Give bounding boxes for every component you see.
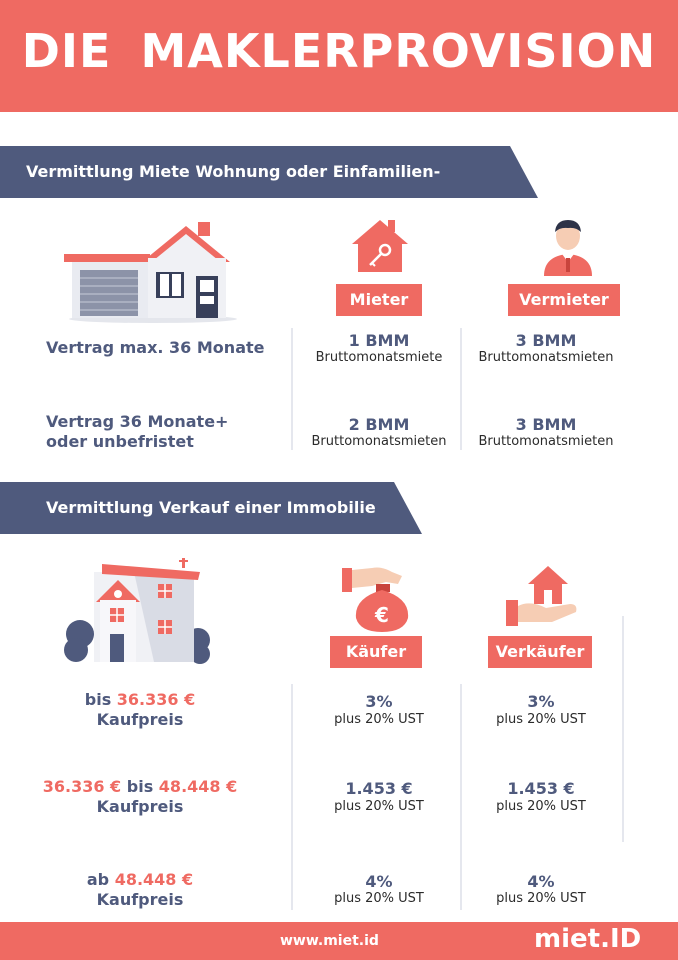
svg-text:€: € <box>374 603 389 627</box>
landlord-value: 3 BMM <box>515 331 577 350</box>
sale-row-prefix: ab <box>86 870 115 889</box>
tenant-value-unit: Bruttomonatsmieten <box>311 434 447 449</box>
seller-value-unit: plus 20% UST <box>496 799 586 814</box>
divider <box>460 684 462 910</box>
house-garage-illustration <box>64 222 237 323</box>
buyer-value: 3% <box>365 692 393 711</box>
tenant-value: 1 BMM <box>348 331 410 350</box>
tenant-value: 2 BMM <box>348 415 410 434</box>
seller-badge: Verkäufer <box>488 636 592 668</box>
seller-value: 3% <box>527 692 555 711</box>
sale-row-label: Kaufpreis <box>96 797 184 816</box>
seller-value: 1.453 € <box>507 779 575 798</box>
divider <box>291 684 293 910</box>
seller-value: 4% <box>527 872 555 891</box>
header-bar <box>0 0 678 112</box>
sale-row-label: Kaufpreis <box>96 890 184 909</box>
money-bag-euro-icon: € <box>342 567 409 632</box>
sale-row-amount: 48.448 € <box>158 777 238 796</box>
sale-row-prefix: bis <box>84 690 117 709</box>
tenant-value-unit: Bruttomonatsmiete <box>315 350 443 365</box>
footer-logo: miet.ID <box>534 924 642 954</box>
sale-row-label: Kaufpreis <box>96 710 184 729</box>
page-title: DIE MAKLERPROVISION <box>21 24 657 78</box>
landlord-value-unit: Bruttomonatsmieten <box>478 350 614 365</box>
sale-row-label: ab 48.448 € <box>0 870 280 889</box>
divider <box>291 328 293 450</box>
townhouse-illustration <box>64 558 210 664</box>
sale-row-amount: 36.336 € <box>42 777 122 796</box>
sale-row-label: bis 36.336 € <box>0 690 280 709</box>
rental-row-label: oder unbefristet <box>46 432 194 451</box>
rental-row-label: Vertrag 36 Monate+ <box>46 412 229 431</box>
landlord-badge: Vermieter <box>508 284 620 316</box>
rental-banner-text: Vermittlung Miete Wohnung oder Einfamili… <box>26 162 441 181</box>
house-key-icon <box>352 220 408 272</box>
sale-row-amount: 36.336 € <box>116 690 196 709</box>
footer-url-link[interactable]: www.miet.id <box>280 933 379 949</box>
sale-row-mid: bis <box>121 777 159 796</box>
divider <box>460 328 462 450</box>
landlord-avatar-icon <box>544 220 592 276</box>
hand-house-icon <box>506 566 577 626</box>
buyer-value-unit: plus 20% UST <box>334 712 424 727</box>
buyer-badge: Käufer <box>330 636 422 668</box>
landlord-value-unit: Bruttomonatsmieten <box>478 434 614 449</box>
rental-section-banner: Vermittlung Miete Wohnung oder Einfamili… <box>0 146 538 198</box>
buyer-value: 1.453 € <box>345 779 413 798</box>
seller-value-unit: plus 20% UST <box>496 712 586 727</box>
landlord-value: 3 BMM <box>515 415 577 434</box>
sale-banner-text: Vermittlung Verkauf einer Immobilie <box>46 498 376 517</box>
tenant-badge: Mieter <box>336 284 422 316</box>
sale-section-banner: Vermittlung Verkauf einer Immobilie <box>0 482 422 534</box>
rental-row-label: Vertrag max. 36 Monate <box>46 338 265 357</box>
buyer-value: 4% <box>365 872 393 891</box>
footer-bar <box>0 922 678 960</box>
buyer-value-unit: plus 20% UST <box>334 799 424 814</box>
divider <box>622 616 624 842</box>
sale-row-label: 36.336 € bis 48.448 € <box>0 777 280 796</box>
buyer-value-unit: plus 20% UST <box>334 891 424 906</box>
seller-value-unit: plus 20% UST <box>496 891 586 906</box>
sale-row-amount: 48.448 € <box>114 870 194 889</box>
